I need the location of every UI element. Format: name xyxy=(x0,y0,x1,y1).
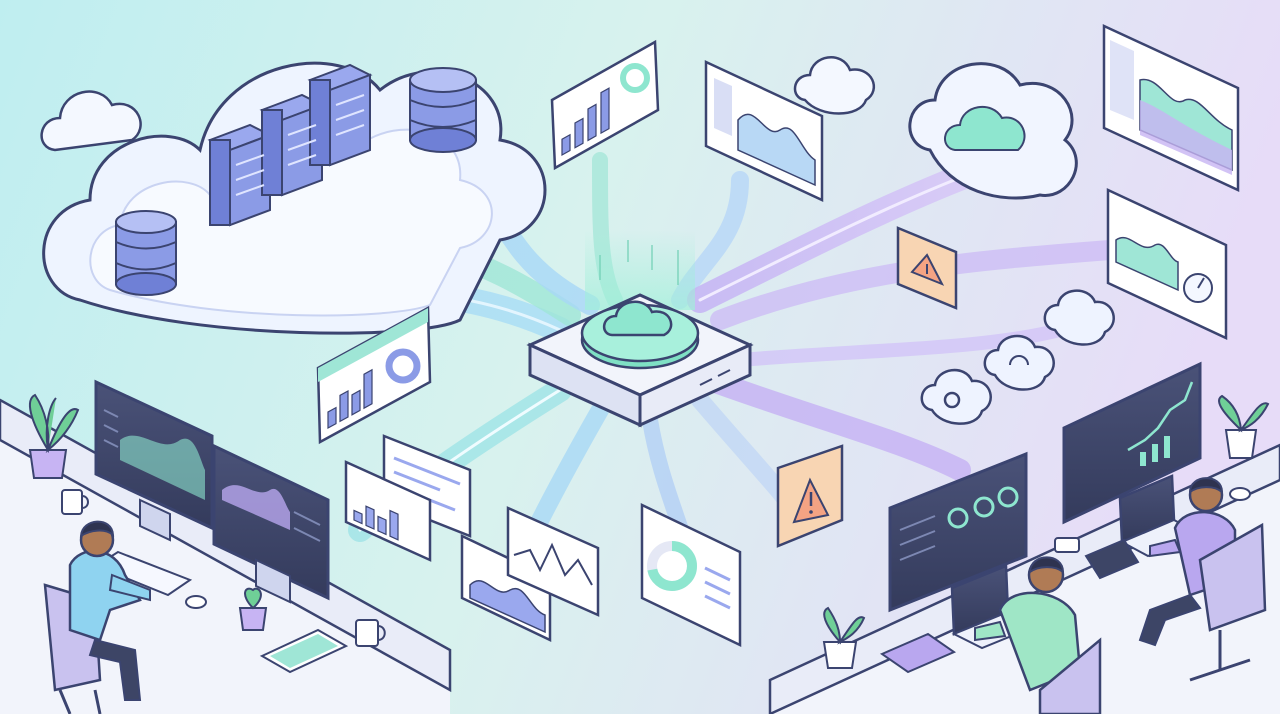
coffee-mug xyxy=(355,619,386,647)
sync-icon xyxy=(983,334,1055,391)
server-rack-icon xyxy=(207,63,373,227)
left-workstation xyxy=(0,379,452,714)
gear-icon xyxy=(920,369,992,425)
bar-chart-bars xyxy=(561,87,610,157)
person-working xyxy=(1138,477,1267,682)
bar xyxy=(574,117,584,149)
dashboard-panel-line-chart xyxy=(460,534,552,642)
bar xyxy=(600,87,610,135)
tablet xyxy=(1084,538,1140,580)
datacenter-cloud xyxy=(42,61,547,335)
coffee-mug xyxy=(61,489,89,515)
monitor xyxy=(888,451,1028,613)
cloud-icon xyxy=(1043,289,1115,346)
database-icon xyxy=(115,210,177,296)
dashboard-panel-line-chart xyxy=(506,506,600,617)
person-working xyxy=(43,520,151,714)
bar xyxy=(339,389,349,423)
bar xyxy=(389,509,399,541)
bar xyxy=(327,406,337,430)
right-workstation xyxy=(768,361,1280,714)
dashboard-panel-bar-chart xyxy=(316,305,432,445)
bar xyxy=(587,103,597,142)
bar xyxy=(351,389,361,416)
mouse xyxy=(185,595,207,609)
warning-icon xyxy=(896,226,958,310)
bar xyxy=(561,133,571,157)
plant-pot xyxy=(28,393,80,479)
monitor xyxy=(94,379,214,542)
dashboard-panel-gauge xyxy=(1106,188,1228,340)
cloud-icon xyxy=(603,300,673,337)
bar xyxy=(365,505,375,530)
plant-pot xyxy=(238,587,268,631)
monitor xyxy=(1062,361,1202,525)
mouse xyxy=(1229,487,1251,501)
bar-chart-bars xyxy=(353,505,399,541)
dashboard-panel-bar-chart xyxy=(344,460,432,562)
cloud-icon xyxy=(793,56,876,115)
dashboard-panel-analytics xyxy=(1102,24,1240,192)
bar xyxy=(377,515,387,536)
plant-pot xyxy=(1218,394,1270,459)
dashboard-panel-bar-chart xyxy=(550,39,660,171)
phone xyxy=(1054,537,1080,553)
warning-icon xyxy=(776,444,844,548)
bar-chart-bars xyxy=(327,368,373,430)
plant-pot xyxy=(822,606,866,669)
cloud-icon xyxy=(40,90,142,152)
cloud-icon xyxy=(908,62,1078,200)
central-hub xyxy=(526,230,754,428)
monitor xyxy=(212,443,330,604)
bar xyxy=(353,509,363,525)
dashboard-panel-donut-chart xyxy=(640,503,742,647)
donut-chart xyxy=(620,63,650,93)
database-icon xyxy=(409,67,477,153)
donut-chart xyxy=(385,348,421,384)
notebook xyxy=(879,632,957,674)
donut-chart-value xyxy=(647,541,697,591)
dashboard-panel-line-chart xyxy=(704,60,824,202)
bar xyxy=(363,368,373,410)
person-working xyxy=(974,556,1102,714)
